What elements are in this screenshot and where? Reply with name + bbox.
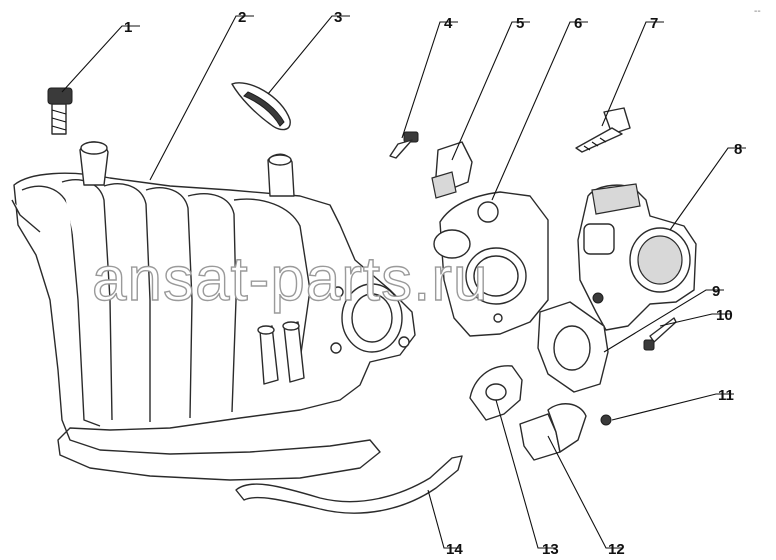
bolt-part-1 — [47, 87, 73, 135]
callout-1: 1 — [124, 19, 132, 36]
callout-11: 11 — [718, 387, 734, 404]
screw-part-11 — [600, 414, 612, 426]
intake-manifold — [11, 141, 416, 481]
callout-8: 8 — [734, 141, 742, 158]
callout-4: 4 — [444, 15, 453, 32]
corner-mark: -- — [754, 6, 761, 17]
throttle-body-part-6 — [433, 191, 549, 337]
callout-leaders — [61, 15, 746, 549]
sensor-part-13 — [469, 365, 523, 421]
callout-6: 6 — [574, 15, 582, 32]
callout-9: 9 — [712, 283, 720, 300]
callout-14: 14 — [446, 541, 463, 558]
callout-5: 5 — [516, 15, 524, 32]
screw-part-4 — [389, 131, 419, 159]
pin-screw-part-10 — [643, 317, 677, 351]
callout-2: 2 — [238, 9, 246, 26]
sensor-part-12 — [519, 403, 587, 461]
callout-13: 13 — [542, 541, 559, 558]
callout-7: 7 — [650, 15, 658, 32]
callout-10: 10 — [716, 307, 733, 324]
throttle-assembly-part-8 — [577, 183, 697, 331]
screw-part-7 — [575, 107, 631, 153]
gasket-part-3 — [231, 82, 291, 131]
flange-gasket-part-9 — [537, 301, 609, 393]
watermark-text: ansat-parts.ru — [92, 245, 489, 314]
sensor-part-5 — [431, 141, 473, 199]
callout-12: 12 — [608, 541, 625, 558]
hose-part-14 — [235, 455, 463, 514]
callout-labels: 1 2 3 4 5 6 7 8 9 10 11 12 13 14 — [124, 9, 742, 558]
callout-3: 3 — [334, 9, 342, 26]
